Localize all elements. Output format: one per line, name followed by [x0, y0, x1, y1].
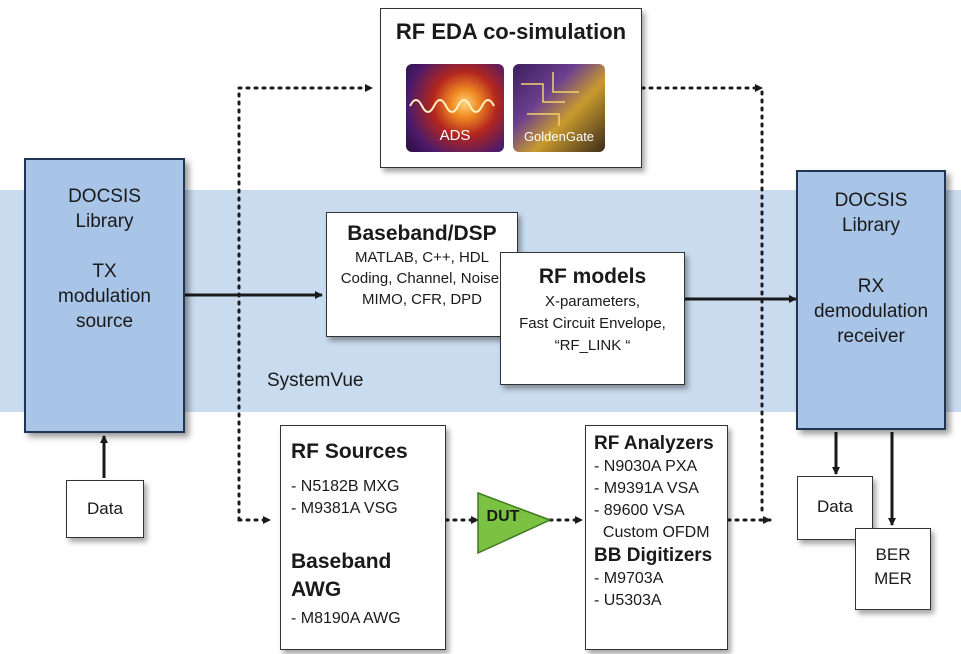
analyzer-item-2: - M9391A VSA — [594, 480, 699, 497]
tx-line-5: source — [75, 311, 134, 332]
eda-cosimulation-box: RF EDA co-simulation ADS GoldenGate — [380, 8, 642, 168]
dotted-path-left — [237, 84, 374, 522]
tx-line-2: Library — [75, 211, 134, 232]
baseband-dsp-line-2: Coding, Channel, Noise, — [340, 270, 504, 287]
rx-line-2: Library — [841, 215, 901, 236]
data-input-box: Data — [66, 480, 144, 538]
baseband-dsp-box: Baseband/DSP MATLAB, C++, HDL Coding, Ch… — [326, 212, 518, 337]
rf-sources-box: RF Sources - N5182B MXG - M9381A VSG Bas… — [280, 425, 446, 650]
rf-sources-title: RF Sources — [291, 440, 408, 463]
ber-label: BER — [875, 545, 911, 564]
awg-item-1: - M8190A AWG — [291, 610, 401, 627]
ads-logo-text: ADS — [439, 127, 471, 144]
rf-source-item-2: - M9381A VSG — [291, 500, 398, 517]
rx-line-1: DOCSIS — [834, 190, 908, 211]
eda-title: RF EDA co-simulation — [395, 19, 627, 44]
digitizer-item-2: - U5303A — [594, 592, 662, 609]
baseband-dsp-title: Baseband/DSP — [347, 222, 497, 245]
tx-line-3: TX — [92, 261, 117, 282]
rf-models-box: RF models X-parameters, Fast Circuit Env… — [500, 252, 685, 385]
rf-analyzers-box: RF Analyzers - N9030A PXA - M9391A VSA -… — [585, 425, 728, 650]
tx-docsis-library-box: DOCSIS Library TX modulation source — [24, 158, 185, 433]
goldengate-logo-icon: GoldenGate — [513, 64, 605, 152]
tx-line-1: DOCSIS — [68, 186, 141, 207]
rf-models-line-3: “RF_LINK “ — [554, 337, 631, 354]
digitizer-item-1: - M9703A — [594, 570, 664, 587]
baseband-dsp-line-1: MATLAB, C++, HDL — [355, 249, 489, 266]
rx-line-5: receiver — [837, 326, 905, 347]
bb-digitizers-title: BB Digitizers — [594, 545, 713, 566]
rf-models-line-1: X-parameters, — [544, 293, 641, 310]
dut-label: DUT — [486, 508, 520, 525]
rx-line-4: demodulation — [813, 301, 929, 322]
analyzer-item-4: Custom OFDM — [594, 524, 710, 541]
rx-line-3: RX — [857, 276, 885, 297]
data-output-label: Data — [817, 497, 853, 516]
rx-docsis-library-box: DOCSIS Library RX demodulation receiver — [796, 170, 946, 430]
goldengate-logo-text: GoldenGate — [523, 129, 595, 144]
tx-line-4: modulation — [58, 286, 151, 307]
ads-logo-icon: ADS — [406, 64, 504, 152]
systemvue-label: SystemVue — [267, 370, 364, 391]
baseband-dsp-line-3: MIMO, CFR, DPD — [362, 291, 482, 308]
data-input-label: Data — [87, 499, 123, 518]
dut-amplifier-triangle — [477, 491, 552, 555]
rf-source-item-1: - N5182B MXG — [291, 478, 400, 495]
analyzer-item-1: - N9030A PXA — [594, 458, 698, 475]
rf-analyzers-title: RF Analyzers — [594, 433, 714, 454]
mer-label: MER — [874, 569, 912, 588]
rf-models-line-2: Fast Circuit Envelope, — [519, 315, 666, 332]
ber-mer-box: BER MER — [855, 528, 931, 610]
data-output-box: Data — [797, 476, 873, 540]
rf-models-title: RF models — [538, 265, 647, 288]
analyzer-item-3: - 89600 VSA — [594, 502, 685, 519]
baseband-awg-title: Baseband AWG — [291, 550, 392, 601]
